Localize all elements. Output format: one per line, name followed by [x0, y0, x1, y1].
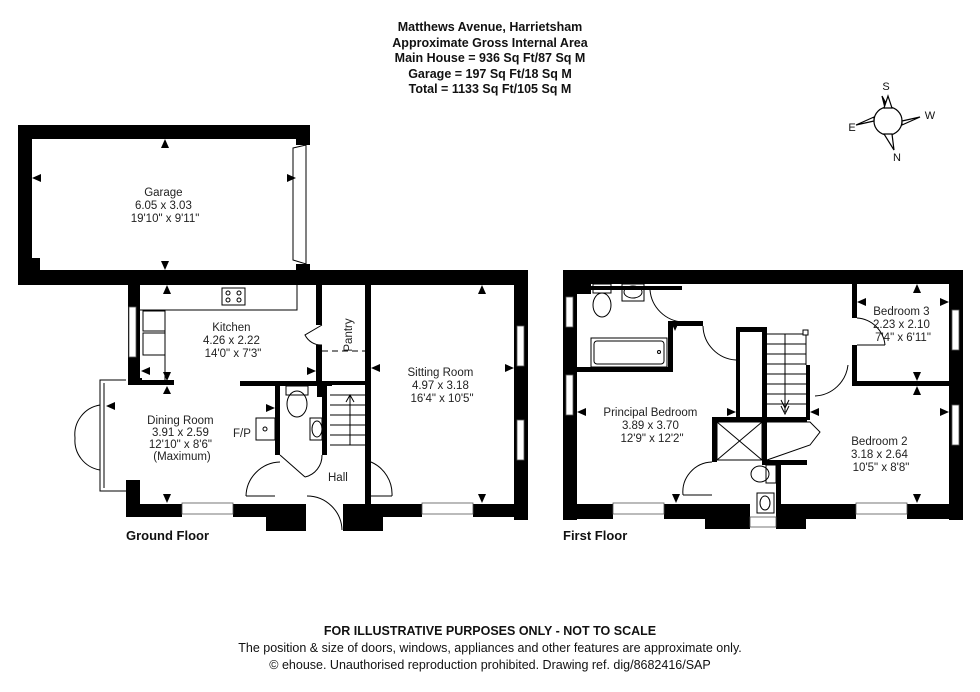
shower-tray [716, 421, 763, 461]
approximation-note: The position & size of doors, windows, a… [238, 641, 742, 655]
disclaimer-text: FOR ILLUSTRATIVE PURPOSES ONLY - NOT TO … [323, 624, 657, 638]
fireplace-label: F/P [233, 428, 251, 440]
compass-east-label: E [848, 122, 855, 134]
drainer-icon [142, 332, 166, 356]
ground-floor-plan: Garage 6.05 x 3.03 19'10" x 9'11" Kitche… [18, 125, 528, 531]
kitchen-window [128, 306, 137, 358]
hall-label: Hall [328, 472, 348, 484]
ground-floor-label: Ground Floor [126, 528, 210, 543]
bedroom-2-label: Bedroom 2 3.18 x 2.64 10'5" x 8'8" [851, 436, 911, 474]
bedroom-2-window-front [855, 502, 908, 515]
plan-footer: FOR ILLUSTRATIVE PURPOSES ONLY - NOT TO … [0, 623, 980, 674]
first-floor-label: First Floor [563, 528, 628, 543]
hall-doors [245, 461, 393, 531]
bathroom-window [565, 296, 574, 328]
kitchen-fittings [140, 285, 365, 382]
compass-west-label: W [925, 110, 936, 122]
bathroom-fittings [590, 283, 737, 368]
house-walls-first [563, 270, 963, 529]
copyright-text: © ehouse. Unauthorised reproduction proh… [269, 658, 711, 672]
dining-french-doors [74, 379, 126, 492]
ground-stairs [330, 393, 365, 446]
garage-area: Garage = 197 Sq Ft/18 Sq M [408, 66, 572, 81]
first-floor-plan: Principal Bedroom 3.89 x 3.70 12'9" x 12… [563, 270, 963, 529]
dining-window [181, 502, 234, 515]
fireplace [255, 417, 276, 441]
dimension-markers-ground [32, 139, 514, 503]
compass-rose-icon: S W E N [848, 81, 935, 164]
total-area: Total = 1133 Sq Ft/105 Sq M [408, 82, 572, 96]
bedroom-3-label: Bedroom 3 2.23 x 2.10 7'4" x 6'11" [873, 306, 933, 344]
ensuite-fittings [682, 421, 821, 514]
bedroom-3-window [951, 309, 960, 351]
bedroom-doors [814, 317, 886, 397]
sitting-room-label: Sitting Room 4.97 x 3.18 16'4" x 10'5" [407, 367, 476, 405]
dimension-markers-first [577, 284, 949, 503]
sitting-window-front [421, 502, 474, 515]
compass-south-label: S [882, 81, 889, 93]
sitting-window-side-1 [516, 325, 525, 367]
plan-header: Matthews Avenue, Harrietsham Approximate… [0, 20, 980, 98]
first-stairs [767, 329, 809, 416]
garage-walls [18, 125, 528, 285]
principal-window-side [565, 374, 574, 416]
main-house-area: Main House = 936 Sq Ft/87 Sq M [394, 51, 586, 65]
bedroom-2-window-side [951, 404, 960, 446]
compass-north-label: N [893, 152, 901, 164]
ensuite-window [749, 516, 777, 528]
sink-icon [142, 310, 166, 332]
dining-room-label: Dining Room 3.91 x 2.59 12'10" x 8'6" (M… [147, 415, 217, 463]
area-subtitle: Approximate Gross Internal Area [392, 35, 588, 50]
garage-door [292, 144, 307, 265]
pantry-label: Pantry [343, 318, 355, 351]
kitchen-label: Kitchen 4.26 x 2.22 14'0" x 7'3" [203, 322, 263, 360]
principal-bedroom-label: Principal Bedroom 3.89 x 3.70 12'9" x 12… [603, 407, 700, 445]
wc-fittings [255, 385, 323, 478]
hob-icon [221, 287, 246, 306]
garage-label: Garage 6.05 x 3.03 19'10" x 9'11" [131, 187, 200, 225]
property-title: Matthews Avenue, Harrietsham [397, 20, 583, 34]
principal-window-front [612, 502, 665, 515]
sitting-window-side-2 [516, 419, 525, 461]
